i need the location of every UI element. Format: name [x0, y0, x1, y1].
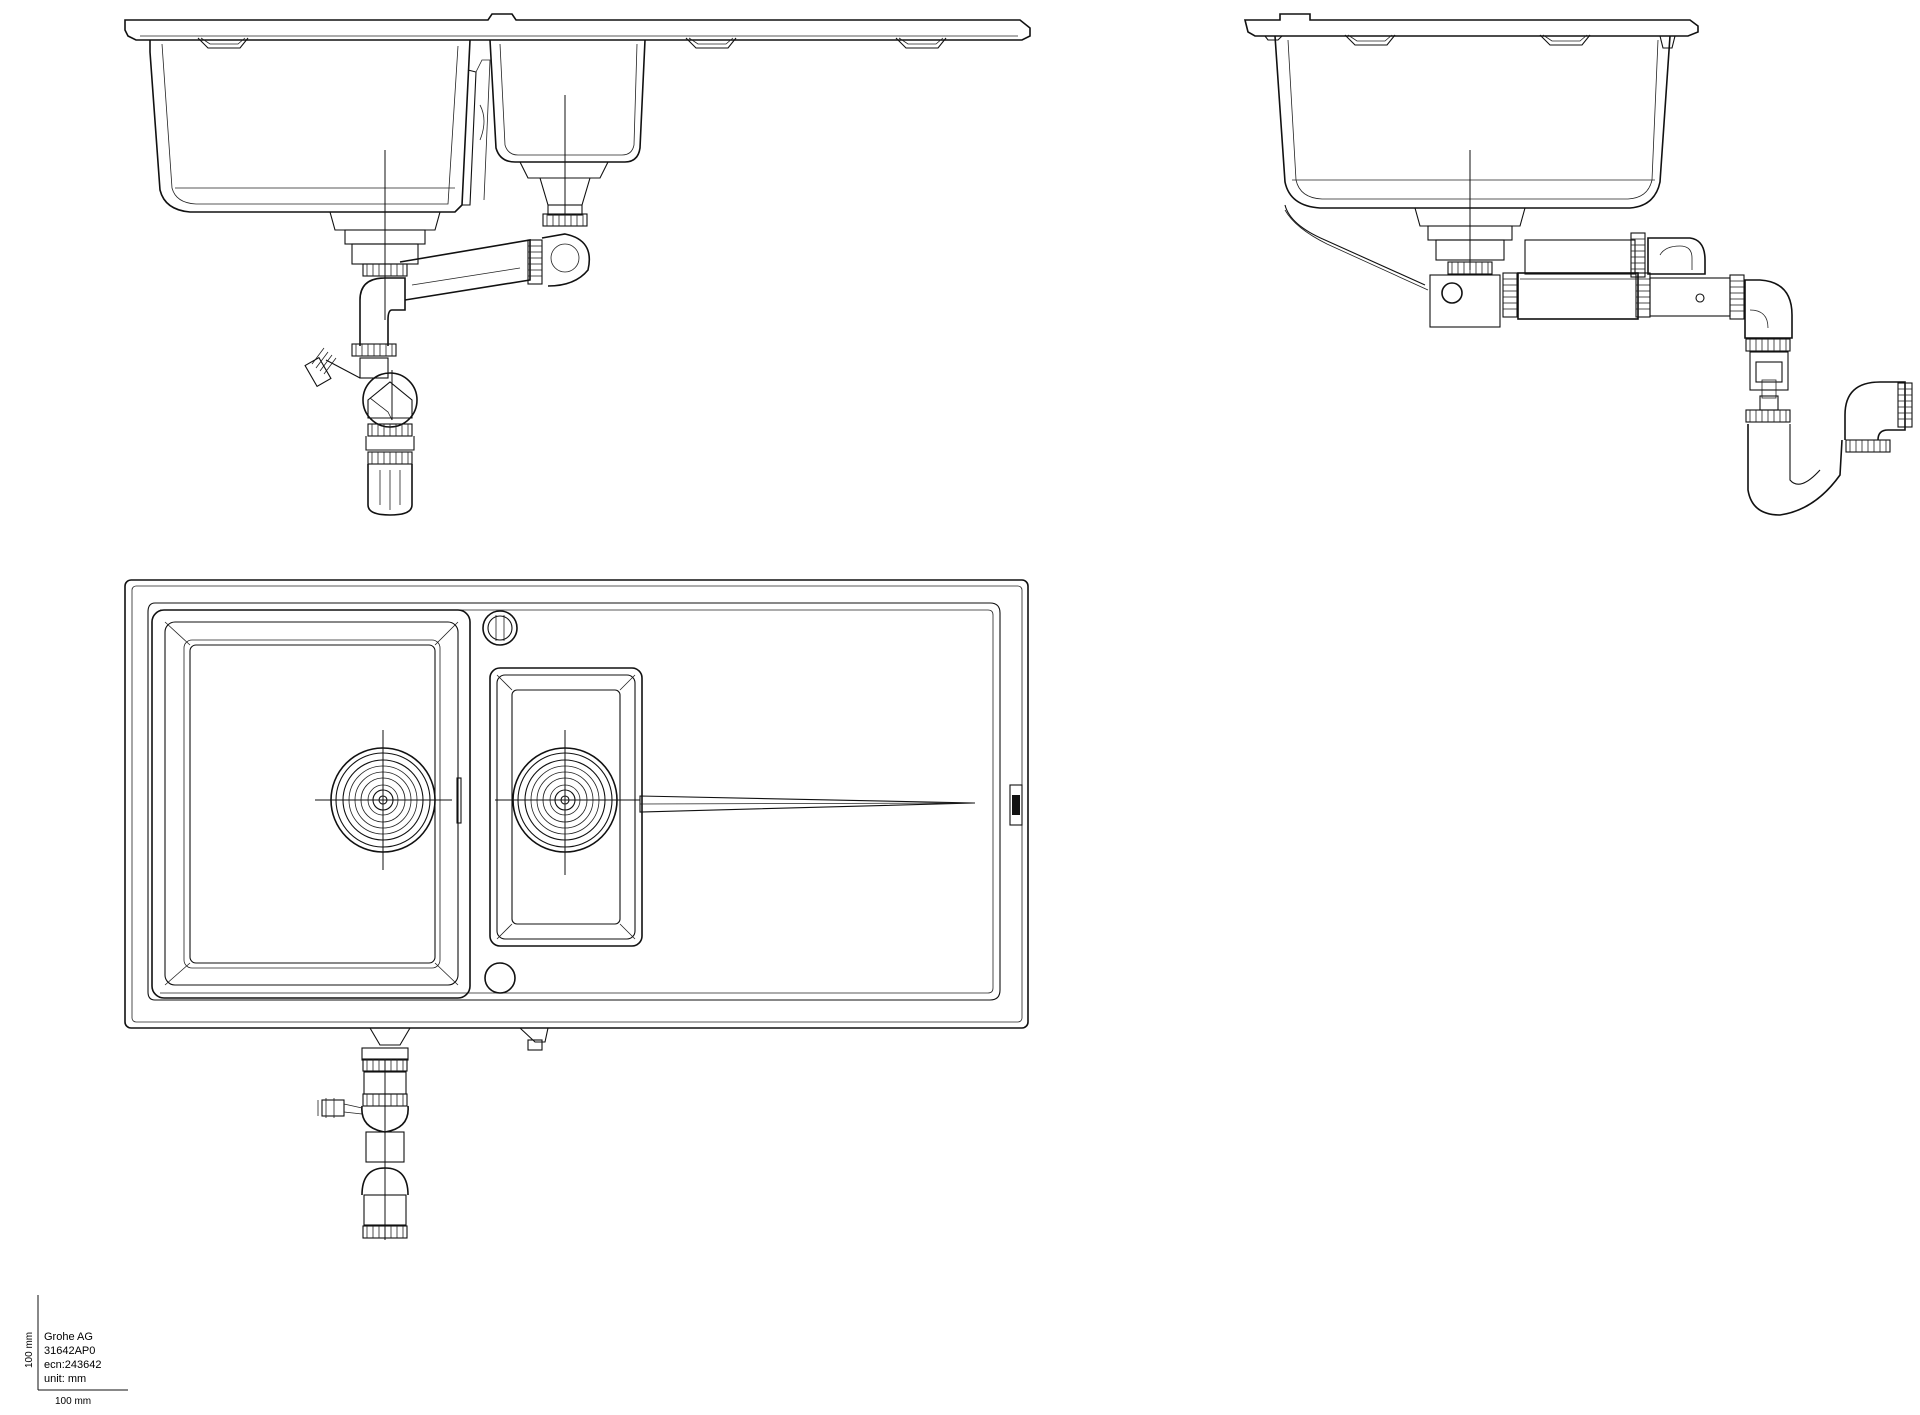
front-elevation-view — [124, 13, 1031, 516]
unit-label: unit: mm — [44, 1373, 86, 1385]
side-elevation-view — [1243, 13, 1913, 516]
title-block: Grohe AG 31642AP0 ecn:243642 unit: mm 10… — [24, 1295, 128, 1407]
ecn-number: ecn:243642 — [44, 1359, 102, 1371]
horizontal-scale-label: 100 mm — [55, 1396, 91, 1407]
company-name: Grohe AG — [44, 1331, 93, 1343]
product-code: 31642AP0 — [44, 1345, 95, 1357]
vertical-scale-label: 100 mm — [24, 1332, 35, 1368]
plan-view — [124, 579, 1029, 1240]
